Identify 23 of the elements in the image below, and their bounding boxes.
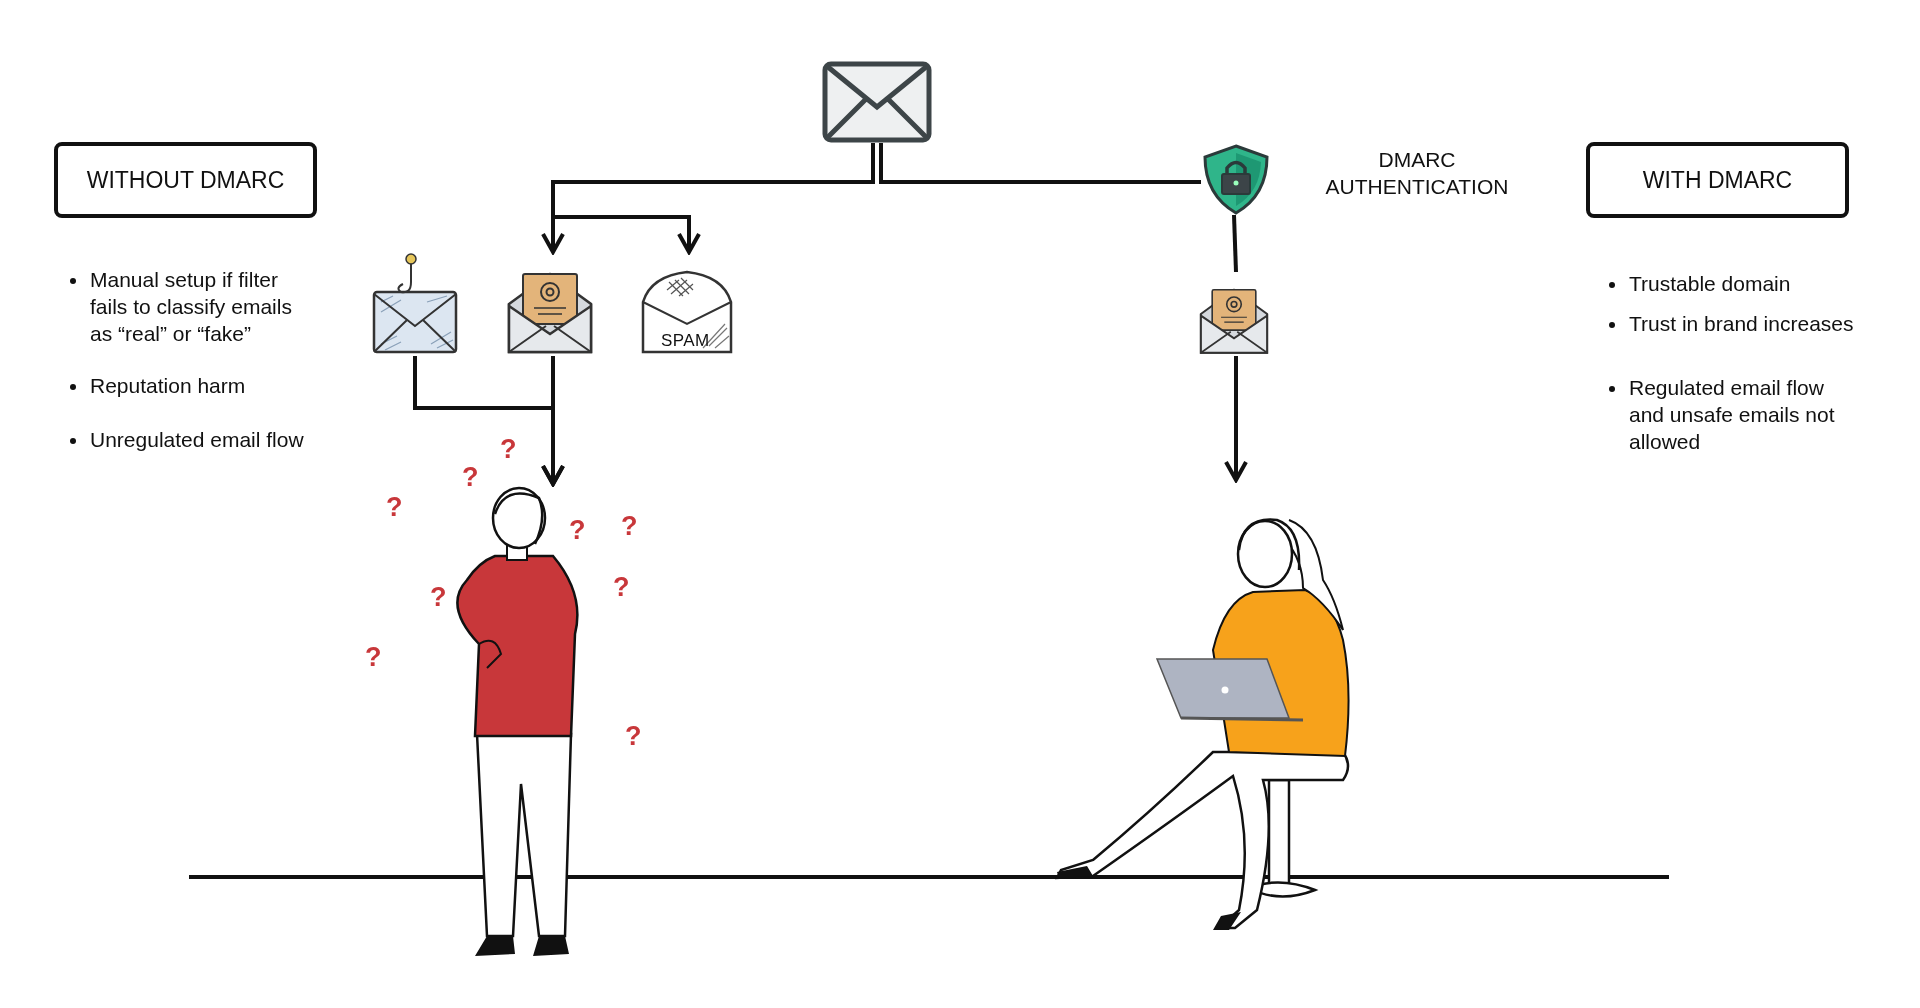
title-box: WITHOUT DMARC <box>54 142 317 218</box>
arrow <box>1224 356 1248 482</box>
question-mark: ? <box>569 517 586 544</box>
question-mark: ? <box>500 436 517 463</box>
bullet-item: Unregulated email flow <box>70 426 310 453</box>
bullet-item: Reputation harm <box>70 372 310 399</box>
connector-line <box>879 143 1201 184</box>
question-mark: ? <box>365 644 382 671</box>
question-mark: ? <box>386 494 403 521</box>
caption-label: DMARC AUTHENTICATION <box>1324 147 1510 200</box>
title-box: WITH DMARC <box>1586 142 1849 218</box>
bullet-item: Trustable domain <box>1609 270 1859 297</box>
bullet-item: Regulated email flow and unsafe emails not allowed <box>1609 374 1859 455</box>
bullet-item: Manual setup if filter fails to classify emails as “real” or “fake” <box>70 266 310 347</box>
connector-line <box>1232 214 1238 273</box>
question-mark: ? <box>621 513 638 540</box>
envelope-label: SPAM <box>661 330 710 352</box>
question-mark: ? <box>462 464 479 491</box>
arrow <box>541 356 565 486</box>
bullet-item: Trust in brand increases <box>1609 310 1859 337</box>
question-mark: ? <box>625 723 642 750</box>
question-mark: ? <box>430 584 447 611</box>
question-mark: ? <box>613 574 630 601</box>
